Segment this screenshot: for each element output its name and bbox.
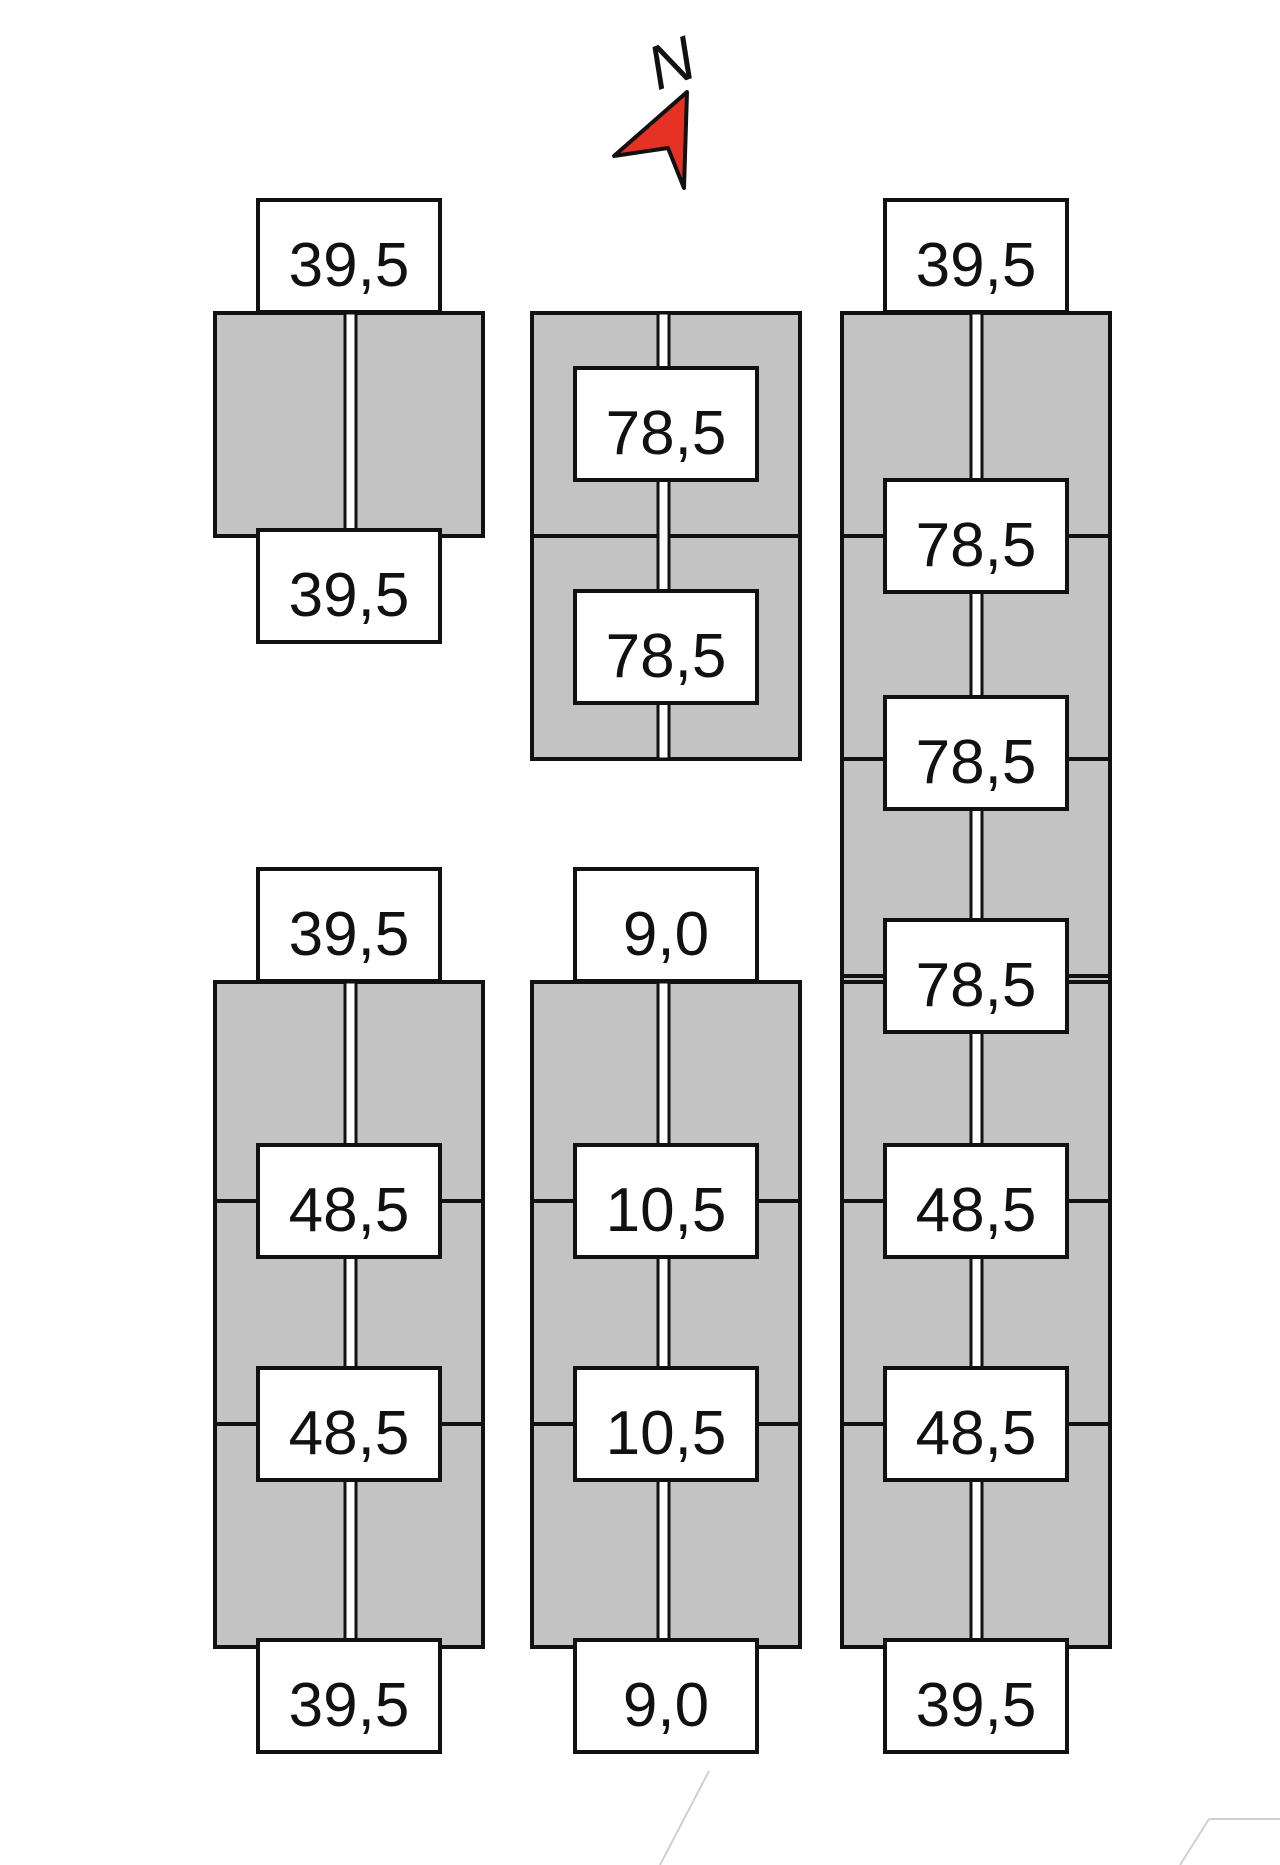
label-d-1-value: 48,5: [289, 1176, 410, 1245]
label-c-1[interactable]: 78,5: [883, 478, 1069, 594]
label-e-1[interactable]: 10,5: [573, 1143, 759, 1259]
label-c-top[interactable]: 39,5: [883, 198, 1069, 314]
label-c-2[interactable]: 78,5: [883, 695, 1069, 811]
building-e[interactable]: [530, 980, 802, 1649]
label-e-top[interactable]: 9,0: [573, 867, 759, 983]
label-c-bottom[interactable]: 39,5: [883, 1638, 1069, 1754]
north-label: N: [639, 24, 705, 104]
building-a[interactable]: [213, 311, 485, 538]
label-e-top-value: 9,0: [623, 900, 709, 969]
label-d-2-value: 48,5: [289, 1399, 410, 1468]
label-c-3-value: 78,5: [916, 951, 1037, 1020]
label-d-bottom[interactable]: 39,5: [256, 1638, 442, 1754]
label-d-1[interactable]: 48,5: [256, 1143, 442, 1259]
label-e-2[interactable]: 10,5: [573, 1366, 759, 1482]
building-d[interactable]: [213, 980, 485, 1649]
label-e-1-value: 10,5: [606, 1176, 727, 1245]
label-d-top[interactable]: 39,5: [256, 867, 442, 983]
label-e-bottom-value: 9,0: [623, 1671, 709, 1740]
label-a-top[interactable]: 39,5: [256, 198, 442, 314]
label-a-bottom[interactable]: 39,5: [256, 528, 442, 644]
label-d-2[interactable]: 48,5: [256, 1366, 442, 1482]
label-a-bottom-value: 39,5: [289, 561, 410, 630]
north-arrow-icon: [612, 90, 689, 190]
label-c-top-value: 39,5: [916, 231, 1037, 300]
road-lines: [659, 1770, 1280, 1865]
label-b-2[interactable]: 78,5: [573, 589, 759, 705]
label-b-1[interactable]: 78,5: [573, 366, 759, 482]
north-compass[interactable]: N: [612, 24, 705, 190]
label-c-bottom-value: 39,5: [916, 1671, 1037, 1740]
label-d-bottom-value: 39,5: [289, 1671, 410, 1740]
label-c-3[interactable]: 78,5: [883, 918, 1069, 1034]
label-d-top-value: 39,5: [289, 900, 410, 969]
label-c-2-value: 78,5: [916, 728, 1037, 797]
label-c-4-value: 48,5: [916, 1176, 1037, 1245]
label-c-5[interactable]: 48,5: [883, 1366, 1069, 1482]
label-c-4[interactable]: 48,5: [883, 1143, 1069, 1259]
label-c-5-value: 48,5: [916, 1399, 1037, 1468]
label-b-2-value: 78,5: [606, 622, 727, 691]
label-e-2-value: 10,5: [606, 1399, 727, 1468]
label-c-1-value: 78,5: [916, 511, 1037, 580]
label-e-bottom[interactable]: 9,0: [573, 1638, 759, 1754]
label-a-top-value: 39,5: [289, 231, 410, 300]
label-b-1-value: 78,5: [606, 399, 727, 468]
